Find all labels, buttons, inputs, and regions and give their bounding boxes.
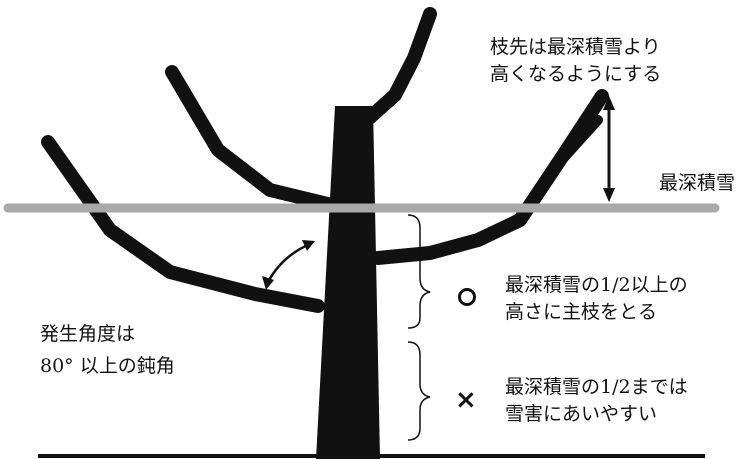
branch-right-thin — [555, 115, 603, 167]
branch-left-upper — [165, 65, 339, 212]
angle-note: 発生角度は 80° 以上の鈍角 — [40, 318, 175, 382]
good-circle-mark — [458, 288, 476, 306]
bad-note-line-2: 雪害にあいやすい — [505, 403, 658, 425]
good-note-line-2: 高さに主枝をとる — [505, 301, 658, 323]
angle-arc-arrow — [262, 240, 315, 290]
bad-practice-note: 最深積雪の1/2までは 雪害にあいやすい — [505, 374, 688, 428]
lower-height-brace — [407, 341, 431, 441]
deepest-snow-label: 最深積雪 — [659, 172, 736, 194]
bad-note-line-1: 最深積雪の1/2までは — [505, 376, 688, 398]
branch-top-center — [360, 7, 437, 127]
angle-note-line-2: 80° 以上の鈍角 — [40, 355, 175, 377]
tip-height-note: 枝先は最深積雪より 高くなるようにする — [490, 34, 661, 88]
tip-note-line-2: 高くなるようにする — [490, 63, 662, 85]
good-practice-note: 最深積雪の1/2以上の 高さに主枝をとる — [505, 272, 688, 326]
upper-height-brace — [407, 214, 431, 329]
good-note-line-1: 最深積雪の1/2以上の — [505, 274, 688, 296]
bad-cross-mark: × — [455, 385, 477, 415]
tree-trunk — [316, 106, 380, 459]
tip-note-line-1: 枝先は最深積雪より — [490, 36, 661, 58]
angle-note-line-1: 発生角度は — [40, 323, 136, 345]
tip-height-arrow — [603, 96, 615, 202]
branch-left-long — [41, 135, 325, 313]
branch-right-main — [371, 89, 609, 265]
